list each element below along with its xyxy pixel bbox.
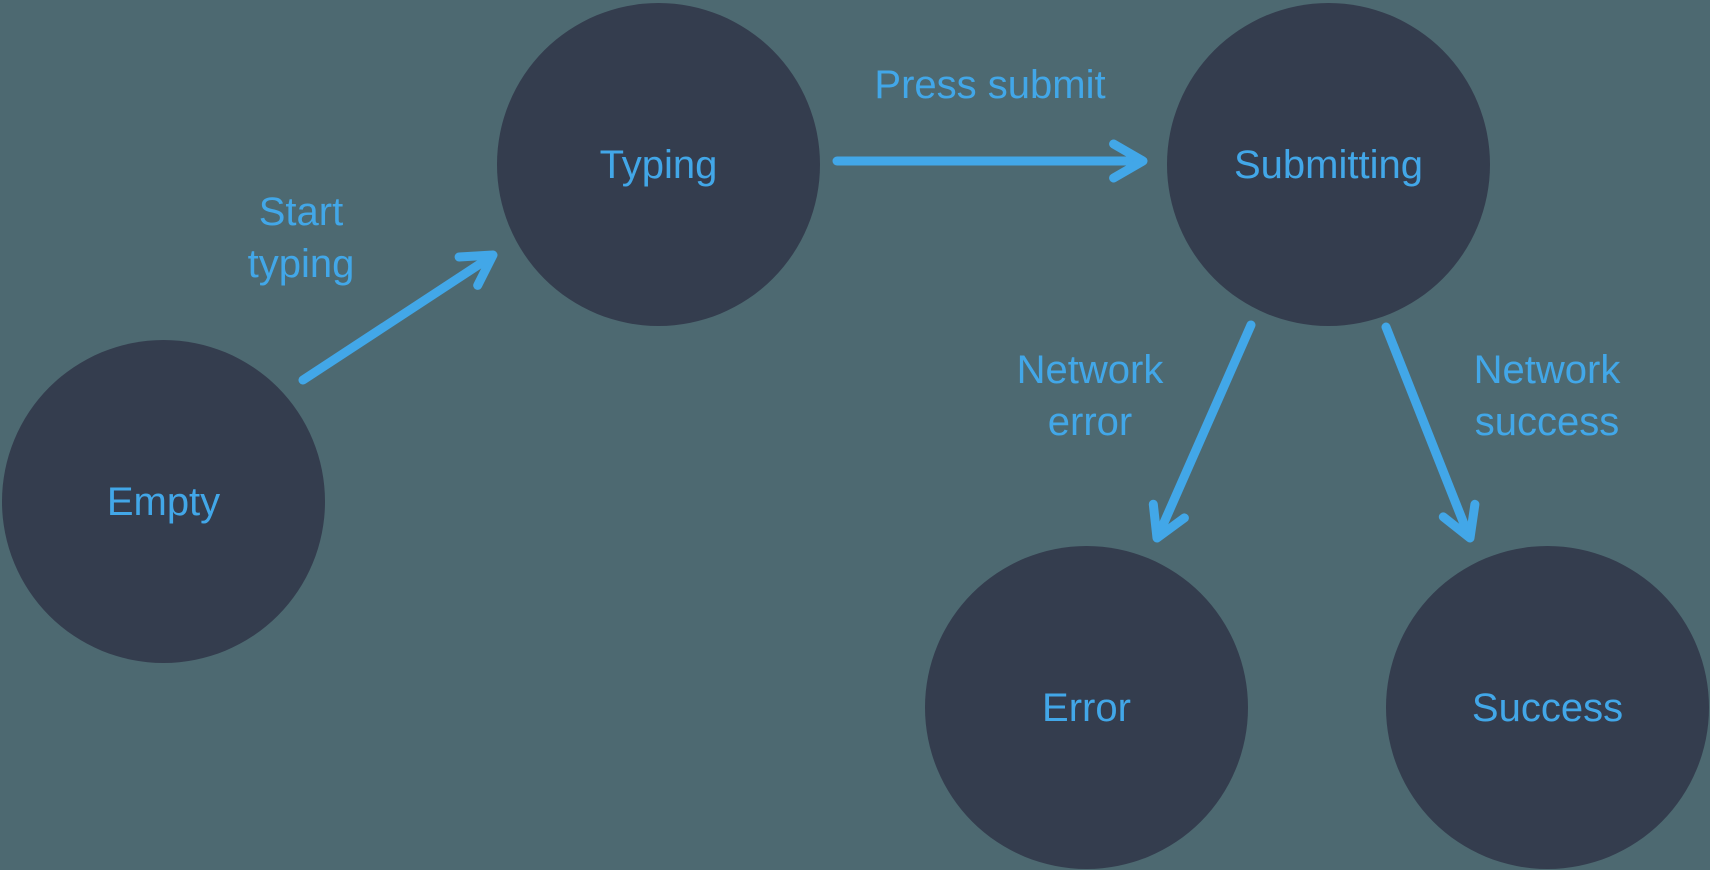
- state-node-empty: Empty: [2, 340, 325, 663]
- arrowhead-press-submit: [1109, 139, 1148, 183]
- arrow-press-submit: [832, 139, 1148, 183]
- state-node-success: Success: [1386, 546, 1709, 869]
- state-label-empty: Empty: [106, 479, 221, 524]
- state-label-submitting: Submitting: [1234, 142, 1423, 187]
- arrowhead-network-error: [1148, 499, 1189, 543]
- transition-label-start-typing: Start typing: [247, 190, 355, 286]
- state-label-error: Error: [1042, 685, 1131, 730]
- transition-label-network-success: Network success: [1473, 348, 1621, 444]
- state-label-typing: Typing: [599, 142, 718, 187]
- arrowhead-network-success: [1438, 499, 1480, 543]
- state-label-success: Success: [1471, 685, 1624, 730]
- transition-label-press-submit: Press submit: [874, 63, 1106, 107]
- state-node-submitting: Submitting: [1167, 3, 1490, 326]
- arrowhead-start-typing: [454, 250, 498, 290]
- transition-label-network-error: Network error: [1016, 348, 1164, 444]
- state-node-error: Error: [925, 546, 1248, 869]
- state-node-typing: Typing: [497, 3, 820, 326]
